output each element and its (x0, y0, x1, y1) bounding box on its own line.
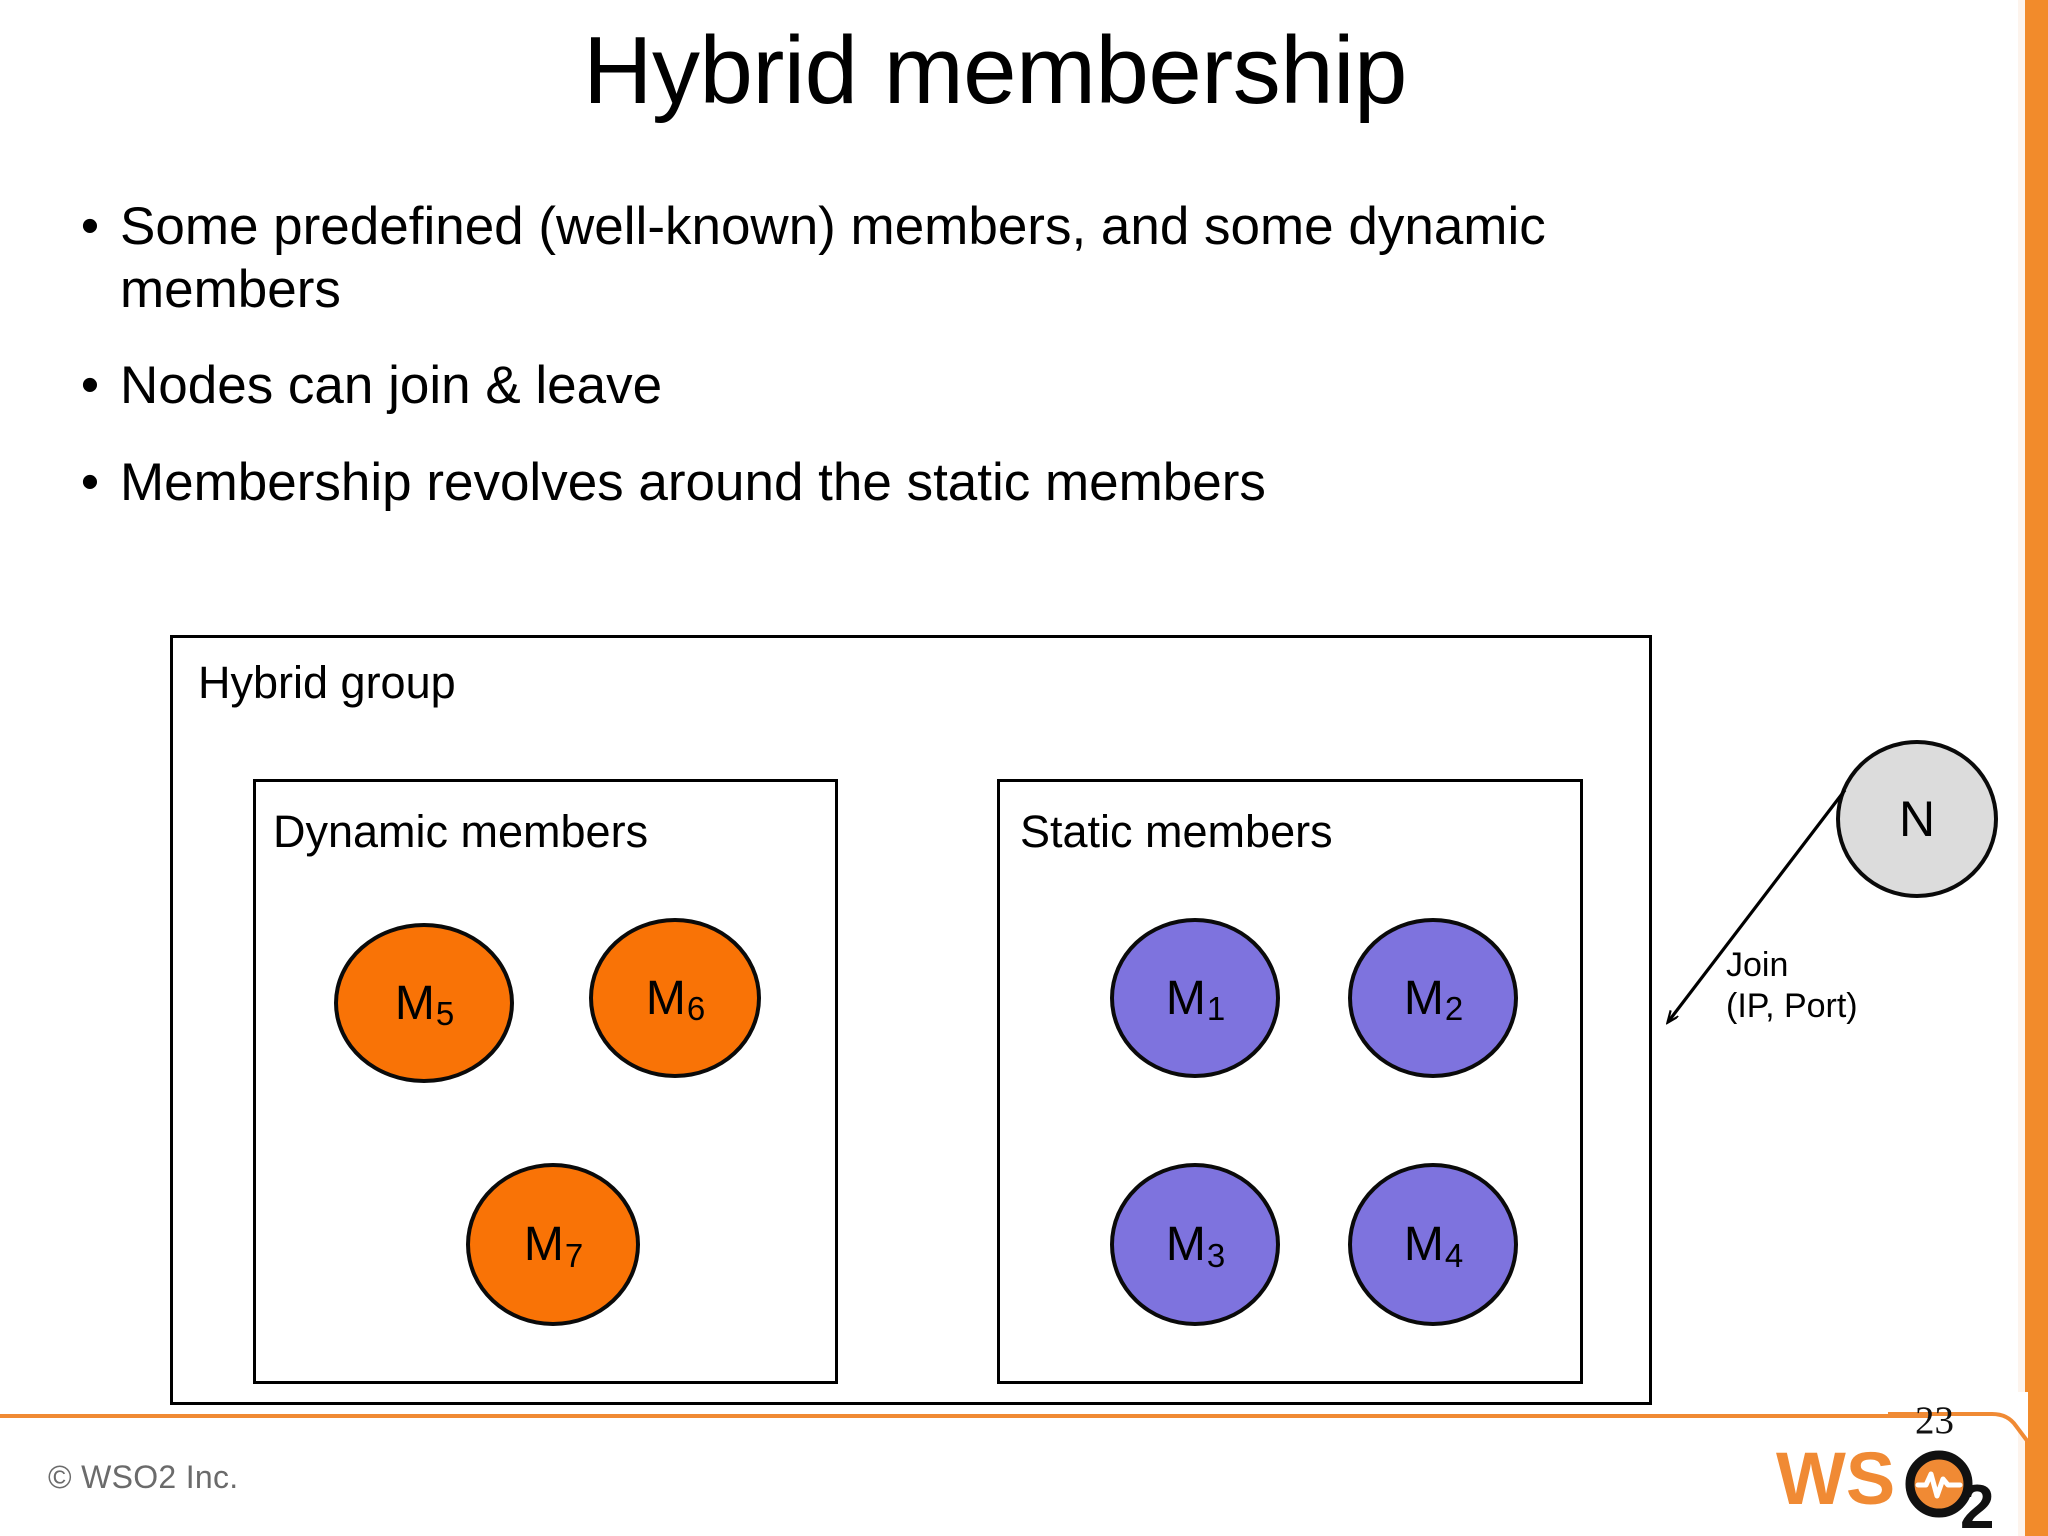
bullet-text: Membership revolves around the static me… (120, 452, 1266, 512)
node-m6-subscript: 6 (686, 990, 706, 1027)
node-m7-base: M (523, 1218, 564, 1271)
page-number: 23 (1915, 1399, 1954, 1442)
list-item: • Some predefined (well-known) members, … (60, 196, 1820, 321)
wso2-logo-pulse-icon (1915, 1471, 1963, 1499)
dynamic-members-label: Dynamic members (273, 806, 649, 857)
node-m5-subscript: 5 (435, 995, 455, 1032)
right-orange-bar (2025, 0, 2048, 1536)
copyright-text: © WSO2 Inc. (48, 1459, 239, 1495)
join-annotation-line2: (IP, Port) (1726, 987, 1858, 1026)
list-item: • Nodes can join & leave (60, 355, 1820, 418)
footer-orange-rule (0, 1414, 1928, 1418)
node-m4-subscript: 4 (1444, 1236, 1464, 1274)
hybrid-group-label: Hybrid group (198, 657, 456, 708)
page-title: Hybrid membership (583, 17, 1407, 124)
right-edge-gap (2018, 0, 2025, 1536)
bullet-text: Some predefined (well-known) members, an… (120, 197, 1546, 319)
node-m1-subscript: 1 (1206, 990, 1226, 1027)
wso2-logo-2-text: 2 (1960, 1473, 1994, 1528)
bullet-marker: • (80, 452, 100, 511)
wso2-logo-ws-text: WS (1776, 1437, 1895, 1520)
bullet-text: Nodes can join & leave (120, 356, 663, 416)
node-m3-subscript: 3 (1206, 1236, 1226, 1274)
node-m4-base: M (1403, 1218, 1444, 1271)
bullet-list: • Some predefined (well-known) members, … (60, 196, 1820, 548)
node-m7-subscript: 7 (564, 1236, 584, 1274)
node-m2-subscript: 2 (1444, 990, 1464, 1027)
node-n-label: N (1898, 791, 1936, 847)
corner-hook-decoration (1888, 1392, 2028, 1442)
node-n-joining: N (1836, 740, 1998, 898)
node-m3-base: M (1165, 1218, 1206, 1271)
bullet-marker: • (80, 197, 100, 255)
list-item: • Membership revolves around the static … (60, 452, 1820, 515)
node-m5-base: M (394, 976, 435, 1030)
static-members-box (997, 779, 1583, 1384)
dynamic-members-box (253, 779, 838, 1384)
bullet-marker: • (80, 356, 100, 415)
node-m6-base: M (645, 971, 686, 1025)
wso2-logo: WS 2 (1776, 1437, 1994, 1528)
static-members-label: Static members (1020, 806, 1333, 857)
join-annotation-line1: Join (1726, 946, 1789, 984)
hybrid-group-box (170, 635, 1652, 1405)
join-annotation: Join (IP, Port) (1726, 945, 1858, 1028)
node-m2-base: M (1403, 971, 1444, 1025)
node-m1-base: M (1165, 971, 1206, 1025)
